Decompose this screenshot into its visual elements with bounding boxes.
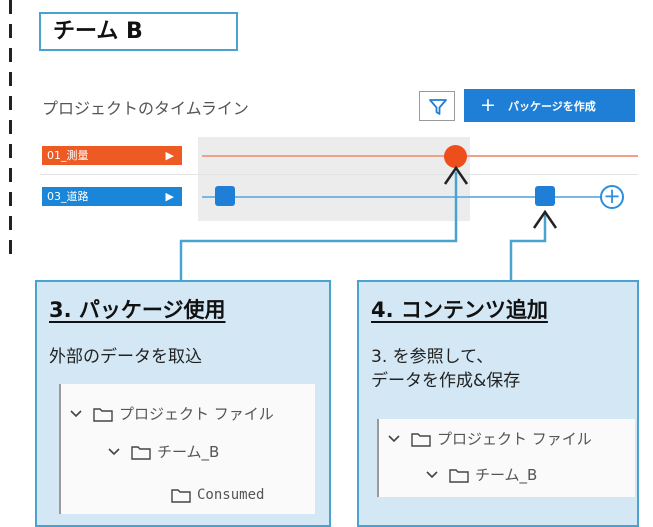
new-package-marker[interactable] — [535, 186, 555, 206]
folder-icon — [93, 408, 113, 422]
file-tree: プロジェクト ファイル チーム_B Consumed — [59, 384, 315, 514]
team-title: チーム B — [39, 12, 238, 51]
timeline-highlight-band — [198, 137, 470, 221]
chevron-down-icon — [108, 448, 120, 456]
chevron-down-icon — [388, 435, 400, 443]
panel-description: 外部のデータを取込 — [49, 347, 202, 367]
filter-button[interactable] — [419, 91, 455, 121]
chevron-down-icon — [426, 471, 438, 479]
folder-icon — [449, 469, 469, 483]
create-package-button[interactable]: + パッケージを作成 — [464, 89, 635, 122]
plus-icon: + — [480, 94, 496, 116]
panel-heading: 4. コンテンツ追加 — [371, 298, 548, 322]
timeline-row-label: 01_測量 — [47, 149, 89, 162]
tree-label: チーム_B — [157, 443, 220, 461]
filter-icon — [429, 99, 447, 115]
step-panel-use-package: 3. パッケージ使用 外部のデータを取込 プロジェクト ファイル チーム_B C… — [35, 280, 331, 527]
tree-label: プロジェクト ファイル — [119, 405, 274, 423]
folder-icon — [171, 489, 191, 503]
timeline-line-survey — [202, 155, 638, 157]
folder-icon — [131, 446, 151, 460]
timeline-line-road — [202, 196, 602, 198]
tree-label: Consumed — [197, 487, 265, 503]
panel-description: データを作成&保存 — [371, 371, 521, 391]
timeline-row-label: 03_道路 — [47, 190, 89, 203]
consumed-package-marker[interactable] — [444, 145, 467, 168]
timeline-row-survey[interactable]: 01_測量 ▶ — [42, 146, 182, 165]
panel-heading: 3. パッケージ使用 — [49, 298, 226, 322]
tree-label: チーム_B — [475, 466, 538, 484]
tree-label: プロジェクト ファイル — [437, 430, 592, 448]
dashed-divider — [9, 0, 12, 255]
row-separator — [40, 174, 638, 175]
file-tree: プロジェクト ファイル チーム_B — [377, 419, 635, 497]
timeline-row-road[interactable]: 03_道路 ▶ — [42, 187, 182, 206]
panel-description: 3. を参照して、 — [371, 347, 494, 367]
add-circle-icon[interactable]: + — [600, 185, 624, 209]
play-arrow-icon: ▶ — [165, 190, 174, 203]
package-marker[interactable] — [215, 186, 235, 206]
play-arrow-icon: ▶ — [165, 149, 174, 162]
timeline-title: プロジェクトのタイムライン — [42, 99, 249, 118]
step-panel-add-content: 4. コンテンツ追加 3. を参照して、 データを作成&保存 プロジェクト ファ… — [357, 280, 639, 527]
folder-icon — [411, 433, 431, 447]
chevron-down-icon — [70, 410, 82, 418]
create-package-label: パッケージを作成 — [508, 100, 596, 113]
